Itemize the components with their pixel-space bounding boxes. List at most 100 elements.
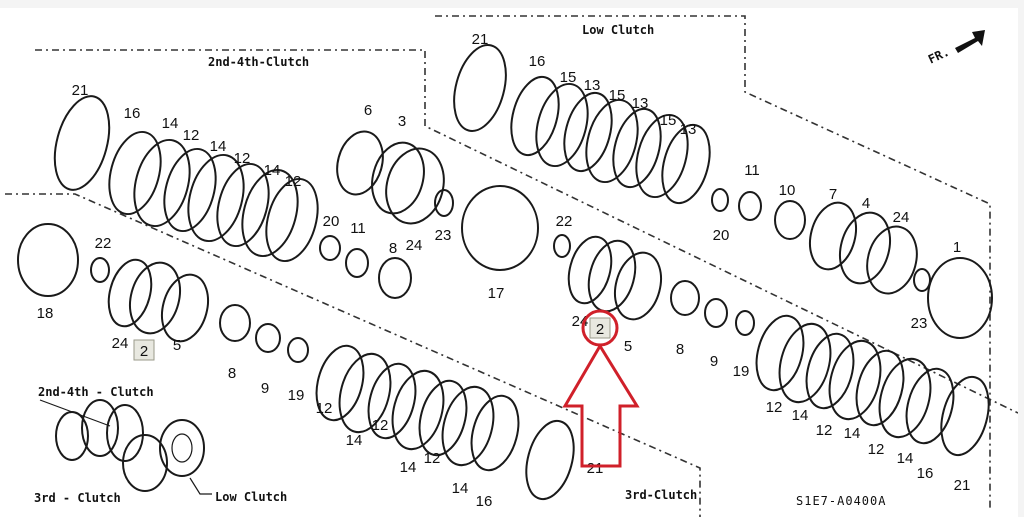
bearing-9-mid [704, 298, 728, 328]
bearing-9-left [255, 323, 281, 353]
callout-lower-middle-2-9: 9 [710, 353, 718, 370]
callout-lower-left-24: 24 [112, 335, 129, 352]
end-plate-16-m [470, 394, 520, 472]
disc-14a [133, 138, 191, 228]
clutch-stack-2nd-4th [53, 95, 571, 299]
callout-lower-right-12: 12 [868, 441, 885, 458]
callout-lower-right-16: 16 [917, 465, 934, 482]
callout-upper-right-13: 13 [680, 121, 697, 138]
callout-lower-middle-14: 14 [346, 432, 363, 449]
disc-14-r3 [878, 357, 932, 439]
callout-lower-right-14: 14 [897, 450, 914, 467]
inset-assembly: 2nd-4th - Clutch 3rd - Clutch Low Clutch [34, 385, 287, 505]
callout-upper-right-13: 13 [584, 77, 601, 94]
callout-lower-middle-2-5: 5 [624, 338, 632, 355]
callout-upper-right-13: 13 [632, 95, 649, 112]
drum-1 [927, 257, 993, 339]
inset-gear-c [106, 404, 144, 462]
oring-6 [336, 130, 384, 196]
border-2nd-4th-upper [35, 49, 1018, 414]
oring-22 [553, 234, 571, 258]
highlight-box-middle [589, 317, 611, 339]
callout-lower-right-14: 14 [844, 425, 861, 442]
callout-lower-middle-2-8: 8 [676, 341, 684, 358]
inset-gear-b [81, 399, 119, 457]
border-3rd-clutch [5, 193, 701, 517]
disc-14-r2 [828, 339, 882, 421]
disc-14c [241, 168, 299, 258]
inset-label-3rd: 3rd - Clutch [34, 491, 121, 505]
callout-upper-left-22: 22 [556, 213, 573, 230]
callout-upper-right-10: 10 [779, 182, 796, 199]
callout-lower-middle-12: 12 [372, 417, 389, 434]
washer-19-left [287, 337, 309, 363]
inset-gear-a [55, 411, 89, 461]
callout-lower-middle-2-19: 19 [733, 363, 750, 380]
callout-upper-right-7: 7 [829, 186, 837, 203]
clutch-stack-3rd-middle [315, 344, 575, 501]
drawing-code: S1E7-A0400A [796, 494, 886, 508]
inset-label-2nd-4th: 2nd-4th - Clutch [38, 385, 154, 399]
plate-12a [163, 147, 217, 233]
snap-ring-21-r [940, 375, 990, 457]
end-plate-16 [108, 130, 162, 216]
oring-23 [434, 189, 454, 217]
parts-diagram: FR. 2nd-4th-Clutch Low Clutch 3rd-Clutch… [0, 8, 1018, 517]
callout-upper-left-12: 12 [183, 127, 200, 144]
oring-5-left [160, 273, 210, 343]
oring-7 [808, 201, 858, 271]
fr-label: FR. [926, 45, 952, 67]
plate-12-m2 [367, 362, 417, 440]
clutch-stack-lower-right [755, 314, 990, 457]
plate-12-r1 [755, 314, 805, 392]
callout-upper-left-12: 12 [285, 173, 302, 190]
disc-14b [187, 153, 245, 243]
plate-12c [265, 177, 319, 263]
disc-14-m2 [391, 369, 445, 451]
callout-upper-right-24: 24 [893, 209, 910, 226]
callout-lower-middle-21: 21 [587, 460, 604, 477]
callout-lower-left-5: 5 [173, 337, 181, 354]
spring-8-mid [670, 280, 700, 316]
end-plate-16-low [510, 75, 560, 157]
red-arrow-icon [562, 343, 640, 468]
piston-2-mid [587, 239, 637, 313]
callout-upper-right-11: 11 [744, 162, 760, 179]
callout-upper-left-14: 14 [264, 162, 281, 179]
piston-3 [371, 141, 425, 215]
callout-upper-left-24: 24 [406, 237, 423, 254]
spring-8 [378, 257, 412, 299]
bearing-11 [345, 248, 369, 278]
plate-13c [661, 123, 711, 205]
callout-lower-left-19: 19 [288, 387, 305, 404]
drum-17 [461, 185, 539, 271]
callout-upper-right-20: 20 [713, 227, 730, 244]
inset-label-low: Low Clutch [215, 490, 287, 504]
callout-lower-right-14: 14 [792, 407, 809, 424]
callout-upper-left-20: 20 [323, 213, 340, 230]
callout-upper-right-23: 23 [911, 315, 928, 332]
callout-lower-left-18: 18 [37, 305, 54, 322]
callout-lower-left-8: 8 [228, 365, 236, 382]
callout-lower-middle-14: 14 [452, 480, 469, 497]
callout-lower-right-12: 12 [766, 399, 783, 416]
callout-upper-right-16: 16 [529, 53, 546, 70]
section-title-low-clutch: Low Clutch [582, 23, 654, 37]
border-low-clutch [435, 15, 991, 508]
callout-upper-left-17: 17 [488, 285, 505, 302]
callout-lower-middle-12: 12 [316, 400, 333, 417]
callout-lower-middle-16: 16 [476, 493, 493, 510]
washer-20-low [711, 188, 729, 212]
piston-group-3rd-left [17, 223, 309, 363]
highlight-box-left [133, 339, 155, 361]
section-title-3rd-clutch: 3rd-Clutch [625, 488, 697, 502]
snap-ring-21-m [525, 419, 575, 501]
callout-upper-left-21: 21 [72, 82, 89, 99]
oring-24-mid [567, 235, 613, 305]
callout-lower-middle-14: 14 [400, 459, 417, 476]
inset-low-drum [159, 419, 205, 477]
callout-upper-left-14: 14 [162, 115, 179, 132]
disc-15c [635, 113, 689, 199]
plate-13b [612, 107, 662, 189]
plate-12-r3 [855, 349, 905, 427]
